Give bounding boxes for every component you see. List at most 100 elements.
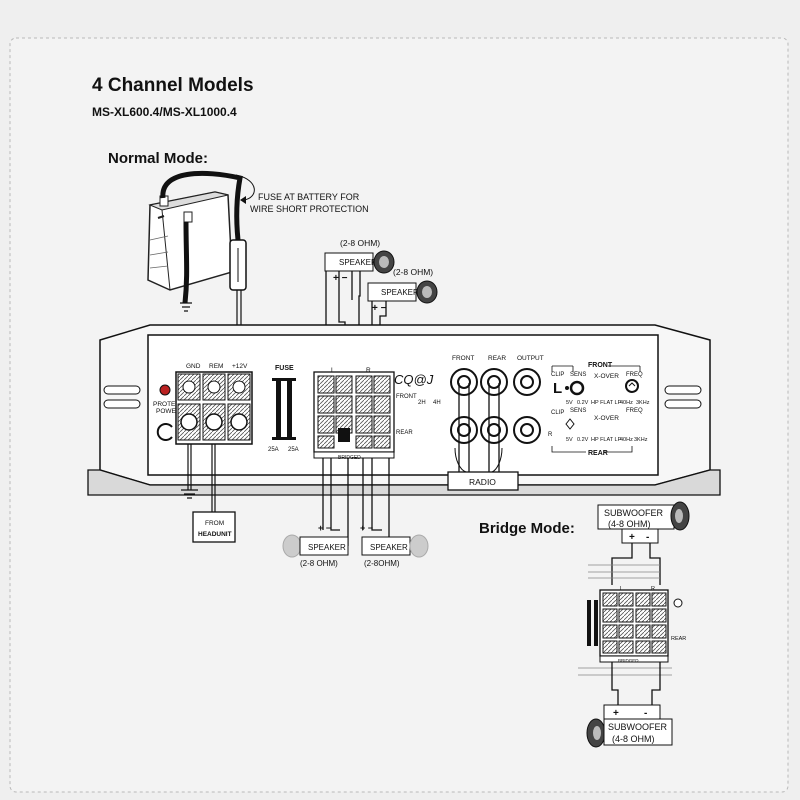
clip-label-front: CLIP [551,372,564,378]
front-out-label: FRONT [396,394,417,400]
speaker-front-r [367,282,417,302]
subwoofer-bottom-box [603,718,673,746]
svg-text:L: L [620,586,623,592]
power-label: POWER [156,408,181,415]
svg-text:R: R [651,586,655,592]
radio-box [447,471,519,491]
fuse-pointer-arrow [235,174,255,201]
speaker-front-r-impedance: (2-8 OHM) [393,267,433,277]
speaker-front-l-impedance: (2-8 OHM) [340,238,380,248]
gnd-label: GND [186,363,201,370]
hp-flat-lp-rear: HP FLAT LP [591,437,622,443]
from-label: FROM [205,520,224,527]
sens-label-front: SENS [570,372,586,378]
fuse-note-line2: WIRE SHORT PROTECTION [250,204,369,214]
control-panel: FRONT CLIP SENS X-OVER FREQ L 5V 0.2V HP… [548,362,650,457]
hz40-front: 40Hz [620,400,633,406]
page-title: 4 Channel Models [92,75,254,96]
ch-l-label: L [331,367,335,374]
bridge-bridged-label: BRIDGED [618,658,639,663]
remote-wire [211,444,216,512]
battery-icon [147,191,233,291]
bridge-terminal-block [587,589,683,663]
rear-ctrl-label: REAR [588,450,608,457]
svg-text:+ −: + − [318,523,331,533]
protect-led-icon [159,384,171,396]
rear-speaker-wires [322,458,390,546]
bridge-rear-label: REAR [671,636,686,642]
fuse-rating-1: 25A [268,447,279,453]
front-ctrl-label: FRONT [588,362,613,369]
v02-front: 0.2V [577,400,589,406]
freq-knob-front-icon [625,379,639,393]
sub-top-plus: + [629,532,635,543]
speaker-front-r-icon [416,280,438,304]
speaker-rear-r-icon [409,534,429,558]
sens-label-rear: SENS [570,408,586,414]
subwoofer-top-box [597,504,675,530]
svg-text:+ −: + − [372,303,387,314]
rca-rear-label: REAR [488,355,506,362]
rca-jacks [450,368,541,444]
ch-r-label: R [366,367,371,374]
speaker-rear-r-impedance: (2-8OHM) [364,559,400,568]
hz40-rear: 40Hz [620,437,633,443]
ground-cable-battery [182,221,190,304]
rca-front-label: FRONT [452,355,474,362]
ground-symbol-amp [181,489,198,499]
normal-mode-label: Normal Mode: [108,150,208,167]
speaker-front-l-icon [373,250,395,274]
bridge-wires-bottom [611,662,661,705]
bridge-mode-label: Bridge Mode: [479,520,575,537]
fuse-note-line1: FUSE AT BATTERY FOR [258,192,360,202]
rear-out-label: REAR [396,430,413,436]
svg-text:+ −: + − [333,273,348,284]
front-speaker-wires [325,271,361,370]
freq-label-rear: FREQ [626,408,643,414]
model-numbers: MS-XL600.4/MS-XL1000.4 [92,105,237,119]
headunit-label: HEADUNIT [198,531,232,538]
sens-knob-front-icon [569,380,585,396]
v5-rear: 5V [566,437,573,443]
xover-label-rear: X-OVER [594,415,619,422]
fuse-label: FUSE [275,365,294,372]
bridge-wires-top [611,543,661,585]
speaker-rear-r-label: SPEAKER [370,543,408,552]
xover-label-front: X-OVER [594,373,619,380]
speaker-front-l-label: SPEAKER [339,258,377,267]
subwoofer-bottom-impedance: (4-8 OHM) [612,734,655,744]
power-terminal-block [175,371,253,445]
svg-text:L: L [553,380,562,397]
subwoofer-top-terminal [621,528,659,544]
subwoofer-top-label: SUBWOOFER [604,508,664,518]
subwoofer-bottom-icon [586,718,606,748]
v02-rear: 0.2V [577,437,589,443]
amp-ground-wire [187,444,192,490]
fuse-rating-2: 25A [288,447,299,453]
freq-label-front: FREQ [626,372,643,378]
sub-top-minus: - [646,532,649,543]
speaker-rear-l-icon [282,534,302,558]
subwoofer-bottom-label: SUBWOOFER [608,722,668,732]
subwoofer-top-impedance: (4-8 OHM) [608,519,651,529]
brand-watermark: CQ@J [394,372,434,387]
clip-label-rear: CLIP [551,410,564,416]
khz3-front: 3KHz [636,400,650,406]
rca-output-label: OUTPUT [517,355,544,362]
svg-text:R: R [548,432,553,438]
khz3-rear: 3KHz [634,437,648,443]
sub-bottom-plus: + [613,708,619,719]
speaker-front-r-label: SPEAKER [381,288,419,297]
speaker-front-l [324,252,374,272]
mode-2h-label: 2H [418,400,426,406]
speaker-rear-l-impedance: (2-8 OHM) [300,559,338,568]
rca-cables [458,383,500,472]
mode-4h-label: 4H [433,400,441,406]
inline-fuse-icon [229,239,247,291]
v5-front: 5V [566,400,573,406]
speaker-rear-l-label: SPEAKER [308,543,346,552]
plus12v-label: +12V [232,363,248,370]
speaker-terminal-block [313,371,395,459]
